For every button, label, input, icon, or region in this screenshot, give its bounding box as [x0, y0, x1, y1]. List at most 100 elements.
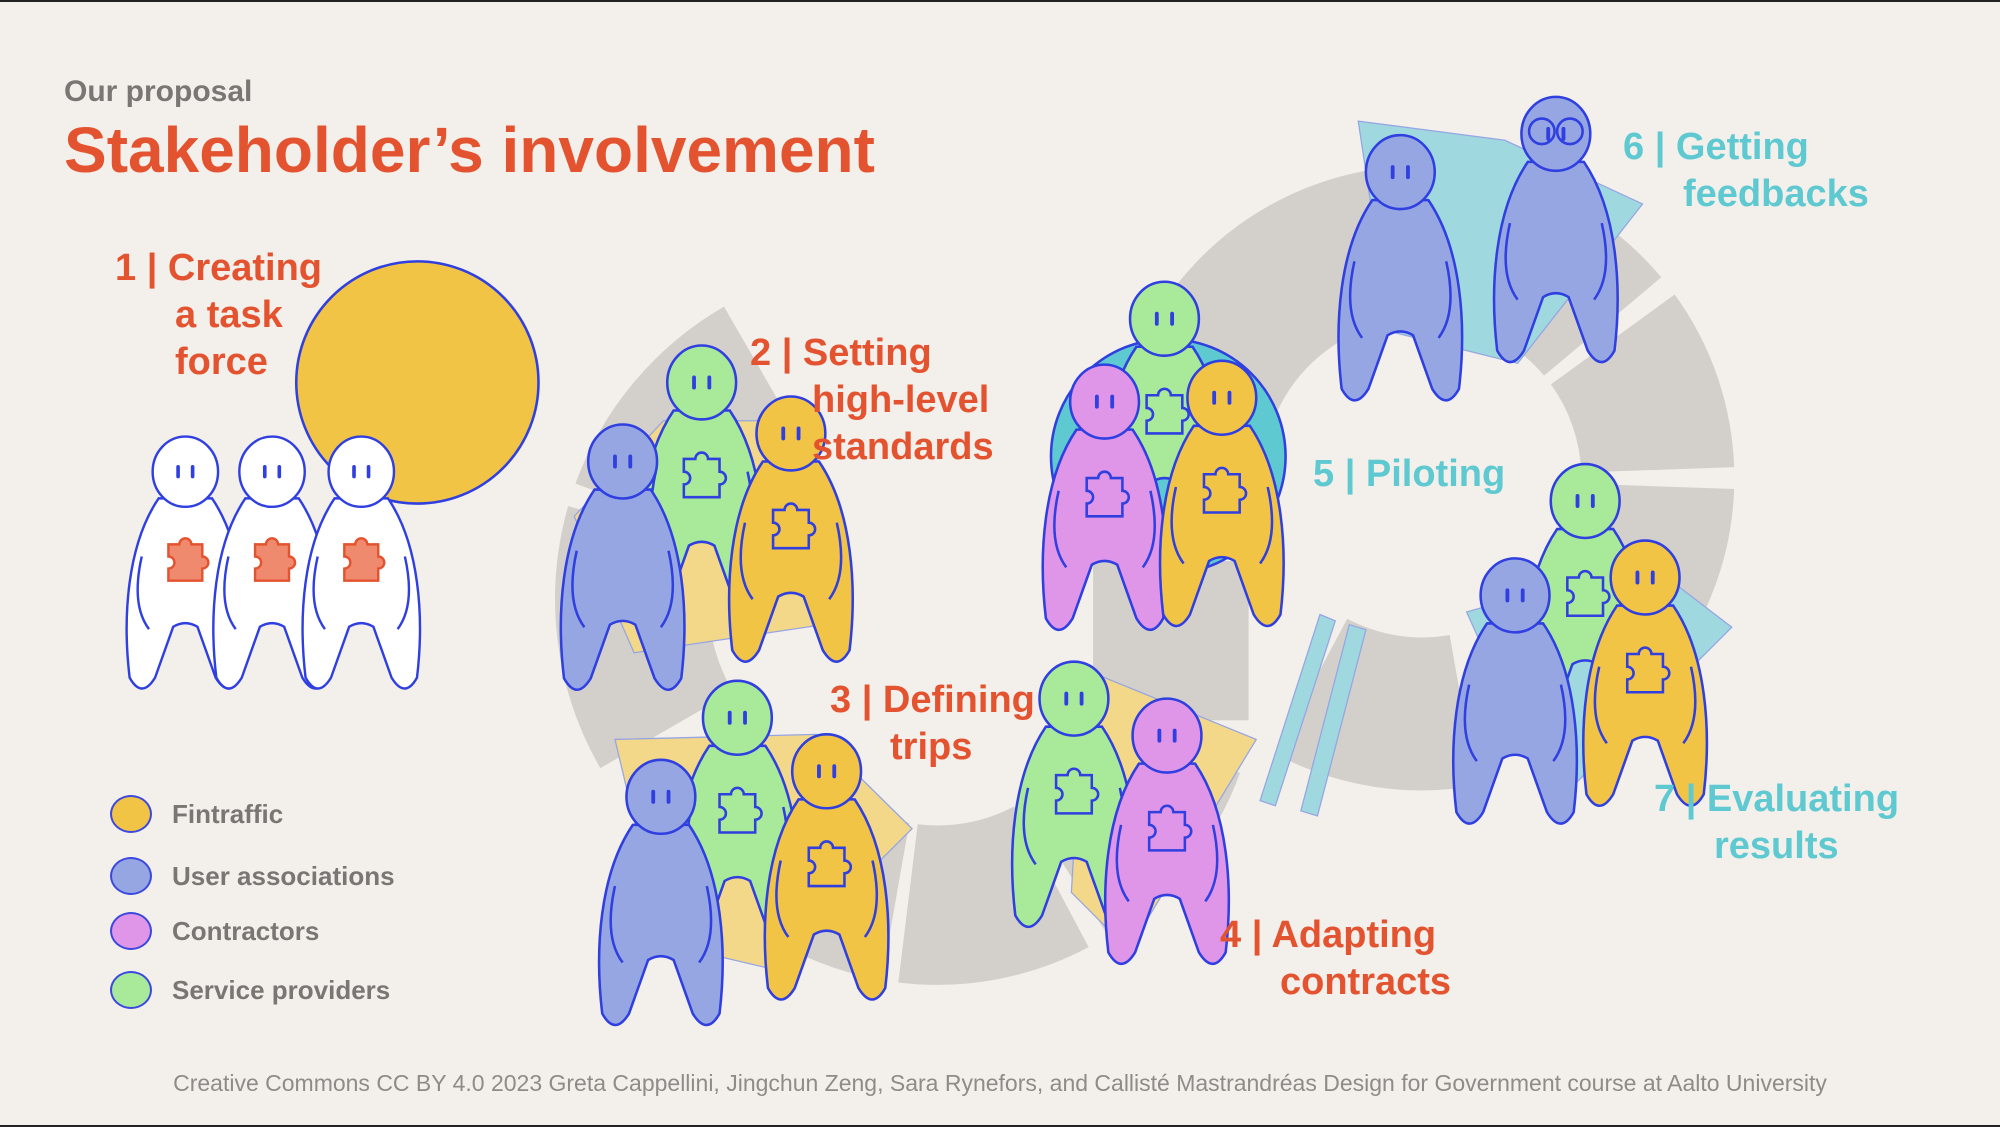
- step-4-label: 4 | Adapting contracts: [1220, 912, 1451, 1006]
- person-figure: [559, 423, 686, 691]
- top-border: [0, 0, 2000, 2]
- puzzle-piece-icon: [1625, 646, 1671, 694]
- legend-item-contractors: Contractors: [110, 912, 319, 950]
- person-body: [1103, 762, 1231, 966]
- person-eyes: [262, 465, 282, 479]
- person-head: [755, 395, 827, 472]
- legend-swatch: [110, 912, 152, 950]
- puzzle-piece-icon: [718, 786, 763, 834]
- person-arms: [1053, 490, 1156, 569]
- person-head: [1068, 363, 1141, 440]
- person-head: [1038, 660, 1110, 737]
- person-eyes: [1212, 390, 1232, 405]
- person-figure: [1158, 359, 1285, 628]
- person-arms: [775, 860, 879, 938]
- step-line: a task: [175, 294, 283, 336]
- puzzle-piece-icon: [771, 502, 817, 550]
- puzzle-piece-icon: [343, 537, 386, 582]
- person-eyes: [727, 710, 747, 725]
- step-5-label: 5 | Piloting: [1313, 451, 1505, 498]
- person-eyes: [1635, 570, 1655, 585]
- person-eyes: [817, 764, 837, 779]
- person-eyes: [781, 426, 801, 441]
- person-eyes: [613, 454, 633, 469]
- legend-item-service-providers: Service providers: [110, 971, 390, 1009]
- person-figure: [212, 435, 332, 690]
- step-line: high-level: [812, 379, 990, 421]
- step-line: standards: [812, 426, 994, 468]
- step-1-label: 1 | Creating a task force: [115, 245, 322, 386]
- step-line: contracts: [1280, 961, 1452, 1003]
- eyebrow: Our proposal: [64, 75, 253, 108]
- puzzle-piece-icon: [1147, 804, 1193, 852]
- person-figure: [1337, 133, 1464, 402]
- ring-segment: [1549, 294, 1735, 475]
- person-figure: [763, 733, 890, 1001]
- person-body: [1492, 160, 1619, 364]
- glasses-icon: [1555, 117, 1584, 146]
- person-body: [559, 488, 686, 691]
- person-eyes: [1390, 165, 1410, 180]
- person-eyes: [1505, 588, 1525, 603]
- person-arms: [571, 550, 675, 629]
- person-head: [1479, 557, 1551, 634]
- puzzle-piece-icon: [1566, 569, 1611, 618]
- puzzle-piece-icon: [807, 840, 853, 888]
- person-eyes: [176, 465, 195, 479]
- person-head: [586, 423, 659, 500]
- person-figure: [597, 758, 724, 1027]
- person-body: [1158, 424, 1285, 628]
- step-6-label: 6 | Getting feedbacks: [1623, 124, 1869, 218]
- person-head: [1549, 462, 1621, 540]
- step-line: 2 | Setting: [750, 332, 932, 374]
- person-arms: [1115, 824, 1219, 903]
- step-line: trips: [890, 726, 973, 768]
- legend-swatch: [110, 971, 152, 1009]
- step-line: 1 | Creating: [115, 247, 323, 289]
- step-3-label: 3 | Defining trips: [830, 677, 1035, 771]
- person-arms: [1593, 666, 1697, 745]
- step-line: feedbacks: [1683, 173, 1869, 215]
- person-head: [790, 733, 863, 810]
- person-body: [1337, 198, 1464, 402]
- person-head: [238, 435, 306, 509]
- person-arms: [312, 556, 411, 630]
- person-eyes: [1064, 691, 1084, 706]
- connector-strip: [1300, 623, 1367, 817]
- person-head: [665, 344, 738, 421]
- person-figure: [1103, 697, 1231, 966]
- legend-label: Fintraffic: [172, 798, 284, 829]
- person-figure: [727, 395, 854, 663]
- step-line: 3 | Defining: [830, 679, 1035, 721]
- puzzle-piece-icon: [1202, 466, 1248, 514]
- step-line: force: [175, 341, 268, 383]
- legend-swatch: [110, 795, 152, 833]
- legend-label: User associations: [172, 860, 395, 891]
- person-eyes: [1154, 311, 1175, 326]
- page-title: Stakeholder’s involvement: [64, 114, 875, 186]
- step-line: 4 | Adapting: [1220, 914, 1437, 956]
- person-head: [701, 679, 774, 757]
- footer-credits: Creative Commons CC BY 4.0 2023 Greta Ca…: [173, 1070, 1827, 1096]
- step-line: 5 | Piloting: [1313, 453, 1506, 495]
- person-head: [625, 758, 697, 836]
- connector-strip: [1259, 613, 1337, 807]
- bottom-border: [0, 1125, 2000, 1127]
- person-head: [327, 435, 396, 509]
- person-head: [1609, 539, 1681, 616]
- legend-label: Contractors: [172, 915, 320, 946]
- person-figure: [1582, 539, 1709, 807]
- person-eyes: [1546, 126, 1566, 141]
- person-arms: [1504, 222, 1608, 301]
- legend-swatch: [110, 857, 152, 895]
- person-head: [1131, 697, 1203, 774]
- person-eyes: [1575, 494, 1595, 509]
- legend-item-user-associations: User associations: [110, 857, 395, 895]
- person-head: [1186, 359, 1258, 437]
- person-body: [597, 823, 724, 1027]
- person-arms: [1463, 684, 1567, 762]
- legend-label: Service providers: [172, 974, 391, 1005]
- person-arms: [1170, 486, 1274, 565]
